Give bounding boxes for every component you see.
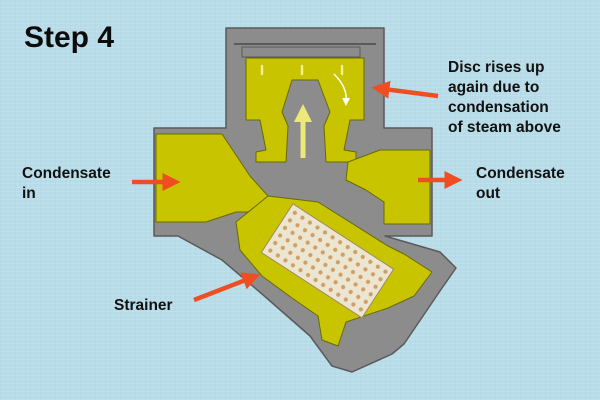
condensate-out-label: Condensate out xyxy=(476,164,565,204)
disc-note-line-2: again due to xyxy=(448,79,540,96)
condensate-out-line-1: Condensate xyxy=(476,165,565,182)
disc-note-label: Disc rises up again due to condensation … xyxy=(448,58,561,138)
disc-note-line-1: Disc rises up xyxy=(448,59,545,76)
disc xyxy=(241,46,361,58)
step-title: Step 4 xyxy=(24,21,115,54)
condensate-in-label: Condensate in xyxy=(22,164,111,204)
disc-motion-arrowhead xyxy=(342,98,350,106)
disc-note-line-4: of steam above xyxy=(448,119,561,136)
strainer-screen xyxy=(260,203,395,319)
condensate-out-line-2: out xyxy=(476,185,501,202)
condensate-in-line-1: Condensate xyxy=(22,165,111,182)
steam-lines xyxy=(260,64,344,76)
arrow-disc-note xyxy=(371,80,439,99)
orange-arrows xyxy=(132,80,463,303)
condensate-in-line-2: in xyxy=(22,185,36,202)
arrow-strainer xyxy=(193,272,261,303)
flow-arrow-up xyxy=(294,104,312,158)
disc-note-line-3: condensation xyxy=(448,99,549,116)
strainer-label: Strainer xyxy=(114,297,173,314)
